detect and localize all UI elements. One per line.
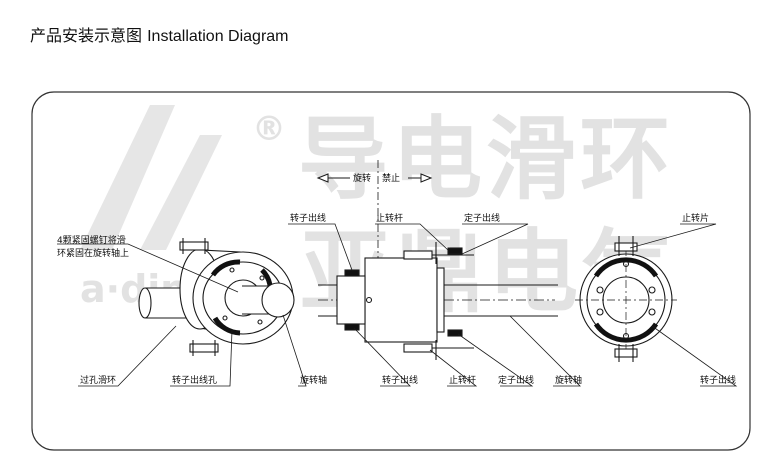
label-rotor-wire-bottom: 转子出线 <box>382 374 418 386</box>
diagram-frame <box>31 91 751 451</box>
center-side-view <box>318 242 558 360</box>
label-stator-wire-bottom: 定子出线 <box>498 374 534 386</box>
label-stator-wire-top: 定子出线 <box>464 212 500 224</box>
label-screws-line1: 4颗紧固螺钉将滑 <box>57 235 126 246</box>
arrow-right-label: 禁止 <box>382 172 400 184</box>
label-rotor-wire-right: 转子出线 <box>700 374 736 386</box>
right-front-view <box>575 236 677 362</box>
left-isometric-view <box>138 238 295 356</box>
arrow-left-label: 旋转 <box>353 172 371 184</box>
leader-lines <box>57 223 738 387</box>
label-stop-tab: 止转片 <box>682 212 709 224</box>
label-stop-rod-top: 止转杆 <box>376 212 403 224</box>
title-cn: 产品安装示意图 <box>30 26 143 45</box>
watermark-registered: ® <box>252 109 286 149</box>
watermark-logo-shape <box>80 105 222 250</box>
watermark-row1: 导电滑环 <box>298 107 674 212</box>
label-rotor-wire-hole: 转子出线孔 <box>172 374 217 386</box>
page-title: 产品安装示意图 Installation Diagram <box>30 22 289 46</box>
label-rotor-wire-top: 转子出线 <box>290 212 326 224</box>
label-rotating-shaft-2: 旋转轴 <box>555 374 582 386</box>
label-through-bore-ring: 过孔滑环 <box>80 374 116 386</box>
label-stop-rod-bottom: 止转杆 <box>449 374 476 386</box>
title-en: Installation Diagram <box>147 28 289 45</box>
label-rotating-shaft-1: 旋转轴 <box>300 374 327 386</box>
label-screws-line2: 环紧固在旋转轴上 <box>57 247 129 259</box>
